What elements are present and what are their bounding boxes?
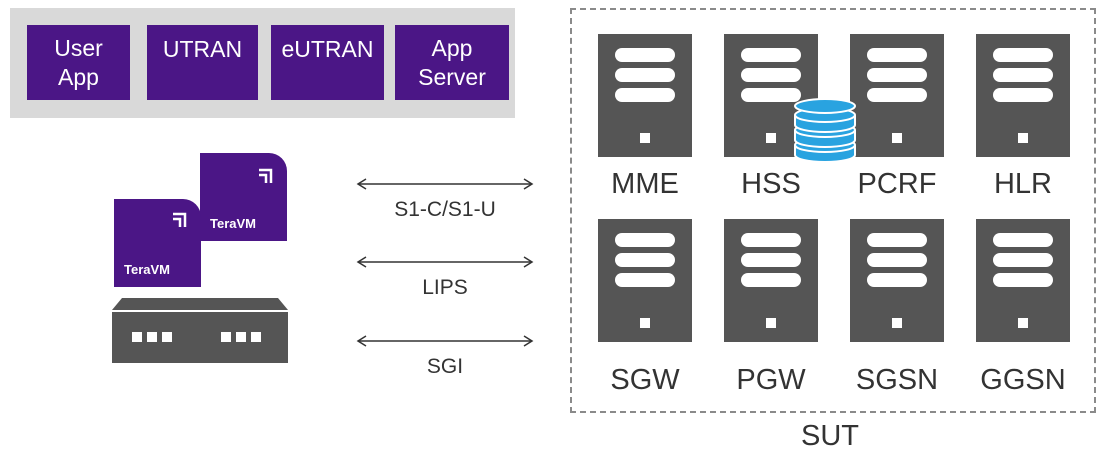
teravm-card-front: TeraVM: [114, 199, 201, 287]
module-label: UTRAN: [162, 36, 243, 62]
server-sgw: [598, 219, 692, 342]
server-hlr: [976, 34, 1070, 157]
module-label: eUTRAN: [281, 36, 374, 62]
link-label-lips: LIPS: [422, 276, 468, 299]
module-panel: User App UTRAN eUTRAN App Server: [10, 8, 515, 118]
module-app-server: App Server: [395, 25, 509, 100]
server-label-sgsn: SGSN: [855, 364, 939, 396]
server-ggsn: [976, 219, 1070, 342]
module-utran: UTRAN: [147, 25, 258, 100]
teravm-logo-icon: [173, 212, 187, 227]
module-label: User: [54, 34, 103, 61]
link-arrow-sgi: [356, 335, 534, 347]
teravm-brand: TeraVM: [124, 262, 170, 277]
appliance-icon: [112, 298, 288, 363]
server-pcrf: [850, 34, 944, 157]
sut-label: SUT: [801, 420, 859, 452]
server-label-pcrf: PCRF: [857, 168, 937, 200]
database-icon: [794, 98, 856, 163]
link-arrow-s1: [356, 178, 534, 190]
teravm-brand: TeraVM: [210, 216, 256, 231]
server-label-mme: MME: [611, 168, 679, 200]
server-sgsn: [850, 219, 944, 342]
module-label: App: [58, 63, 99, 90]
server-label-sgw: SGW: [610, 364, 680, 396]
server-label-pgw: PGW: [736, 364, 806, 396]
server-label-hss: HSS: [741, 168, 801, 200]
module-label: App: [431, 34, 473, 61]
link-label-s1: S1-C/S1-U: [394, 198, 496, 221]
server-mme: [598, 34, 692, 157]
link-label-sgi: SGI: [426, 355, 464, 378]
link-arrow-lips: [356, 256, 534, 268]
teravm-logo-icon: [259, 168, 273, 183]
module-user-app: User App: [27, 25, 130, 100]
server-pgw: [724, 219, 818, 342]
teravm-card-back: TeraVM: [200, 153, 287, 241]
server-label-ggsn: GGSN: [980, 364, 1066, 396]
module-eutran: eUTRAN: [271, 25, 384, 100]
server-label-hlr: HLR: [993, 168, 1052, 200]
sut-boundary: [570, 8, 1096, 413]
module-label: Server: [418, 63, 486, 90]
